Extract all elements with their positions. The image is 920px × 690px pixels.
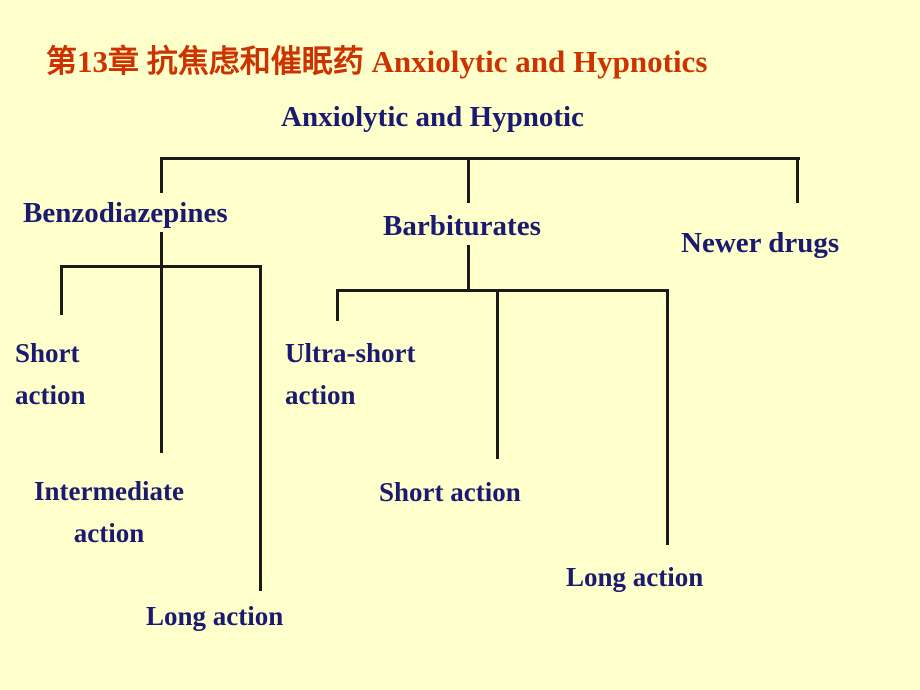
node-benzodiazepines: Benzodiazepines	[23, 197, 228, 229]
connector-barbiturates-horizontal	[336, 289, 668, 292]
connector-barbiturates-stem	[467, 245, 470, 291]
node-benzo-long-action: Long action	[146, 601, 284, 631]
connector-barbiturates-to-long	[666, 289, 669, 545]
node-benzo-intermediate-action: Intermediate action	[34, 476, 184, 548]
connector-benzodiazepines-to-short	[60, 265, 63, 315]
connector-benzodiazepines-to-long	[259, 265, 262, 591]
connector-barbiturates-to-ultra-short	[336, 289, 339, 321]
node-root: Anxiolytic and Hypnotic	[281, 101, 584, 133]
connector-benzodiazepines-to-intermediate	[160, 265, 163, 453]
node-barbiturates: Barbiturates	[383, 210, 541, 242]
connector-root-to-newer-drugs	[796, 157, 799, 203]
connector-root-to-barbiturates	[467, 157, 470, 203]
connector-root-horizontal	[160, 157, 800, 160]
connector-benzodiazepines-stem	[160, 232, 163, 268]
node-newer-drugs: Newer drugs	[681, 227, 840, 259]
node-barb-ultra-short-action: Ultra-short action	[285, 338, 416, 410]
connector-barbiturates-to-short	[496, 289, 499, 459]
node-benzo-short-action: Short action	[15, 338, 86, 410]
page-title: 第13章 抗焦虑和催眠药 Anxiolytic and Hypnotics	[46, 44, 708, 79]
node-barb-long-action: Long action	[566, 562, 704, 592]
connector-root-to-benzodiazepines	[160, 157, 163, 193]
node-barb-short-action: Short action	[379, 477, 521, 507]
